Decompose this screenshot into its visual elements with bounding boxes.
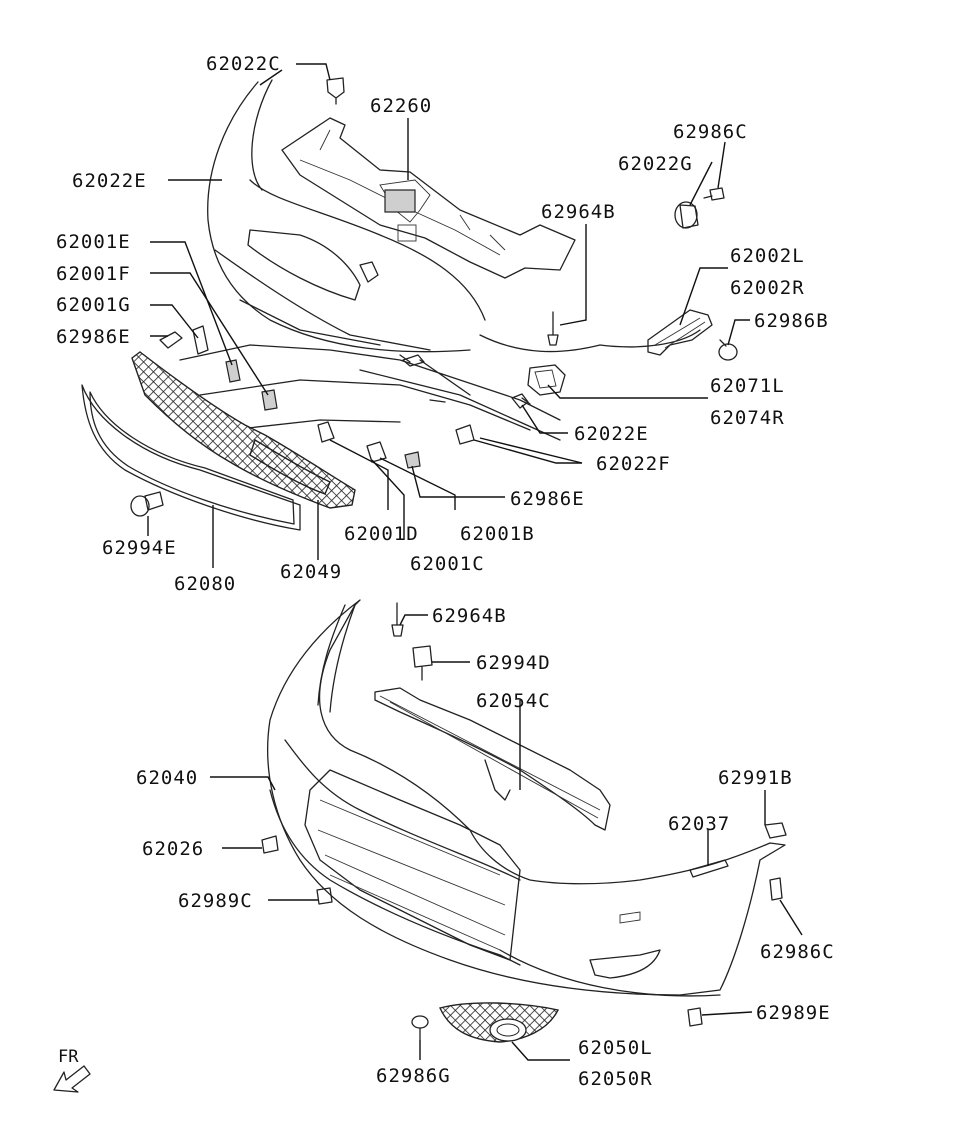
front-direction-indicator: FR — [53, 1047, 91, 1093]
upper-radiator-support — [281, 117, 576, 279]
leader-lines — [147, 63, 803, 1061]
body-outline-upper — [207, 79, 701, 353]
pin-62964B-top — [547, 311, 559, 346]
hood-lines — [179, 344, 561, 441]
label-62986G: 62986G — [376, 1065, 451, 1087]
grille-surround-inner — [89, 391, 295, 525]
label-62002L: 62002L — [730, 245, 805, 267]
reinforcement-detail — [379, 695, 601, 819]
label-62991B: 62991B — [718, 767, 793, 789]
label-62989E: 62989E — [756, 1002, 831, 1024]
latch-lower — [397, 224, 417, 242]
bumper-slot — [619, 911, 641, 924]
lower-assembly — [261, 599, 787, 1043]
label-62001C: 62001C — [410, 553, 485, 575]
clip-62001B — [404, 451, 421, 469]
clip-62022E-right — [511, 393, 531, 409]
label-62074R: 62074R — [710, 407, 785, 429]
bumper-contours — [269, 739, 521, 966]
label-62986B: 62986B — [754, 310, 829, 332]
side-bracket-62002 — [647, 309, 713, 356]
fog-lamp-inner — [496, 1023, 520, 1037]
label-62026: 62026 — [142, 838, 204, 860]
clip-62001E — [261, 389, 278, 411]
label-62994D: 62994D — [476, 652, 551, 674]
clip-body — [359, 261, 379, 283]
label-62050L: 62050L — [578, 1037, 653, 1059]
label-62964B-top: 62964B — [541, 201, 616, 223]
clip-62022F — [455, 424, 475, 445]
label-62022G: 62022G — [618, 153, 693, 175]
bumper-lip — [499, 949, 721, 997]
bracket-62071 — [527, 364, 566, 396]
clip-62001F — [225, 359, 241, 383]
reinforcement-leg — [484, 759, 511, 801]
label-62986E-mid: 62986E — [510, 488, 585, 510]
strip-62037 — [689, 859, 729, 878]
screw-62986C-top — [703, 187, 725, 201]
label-62080: 62080 — [174, 573, 236, 595]
clip-hood — [402, 354, 425, 367]
screw-62986C-bottom — [769, 877, 783, 901]
label-62260: 62260 — [370, 95, 432, 117]
label-62022F: 62022F — [596, 453, 671, 475]
label-62994E: 62994E — [102, 537, 177, 559]
bolt-62994D — [412, 645, 433, 681]
label-62001D: 62001D — [344, 523, 419, 545]
latch — [384, 189, 416, 213]
cap-62026 — [261, 835, 279, 854]
grille-opening — [214, 229, 431, 351]
label-62040: 62040 — [136, 767, 198, 789]
clip-62989C — [316, 887, 333, 905]
clip-62001C — [366, 441, 387, 463]
label-62986C-top: 62986C — [673, 121, 748, 143]
clip-62989E — [687, 1007, 703, 1027]
label-62001G: 62001G — [56, 294, 131, 316]
reinforcement-62054C — [374, 687, 611, 831]
label-62022C: 62022C — [206, 53, 281, 75]
bracket-detail — [654, 317, 706, 349]
label-62037: 62037 — [668, 813, 730, 835]
label-62002R: 62002R — [730, 277, 805, 299]
label-62071L: 62071L — [710, 375, 785, 397]
part-labels: 62022C 62260 62986C 62022G 62022E 62964B… — [56, 53, 835, 1090]
pin-62964B-bottom — [391, 602, 404, 637]
screw-62986E-left — [159, 331, 183, 349]
mesh-grille-lower — [249, 438, 331, 495]
fog-opening-right — [589, 949, 661, 979]
label-62050R: 62050R — [578, 1068, 653, 1090]
bolt-62994E — [130, 491, 164, 517]
label-62964B-bottom: 62964B — [432, 605, 507, 627]
clip-62001G — [192, 325, 209, 355]
grille-surround-62080 — [81, 384, 301, 531]
label-62001E: 62001E — [56, 231, 131, 253]
lower-grille-opening — [304, 769, 521, 961]
bracket-62071-detail — [534, 369, 557, 389]
label-62022E-right: 62022E — [574, 423, 649, 445]
label-62989C: 62989C — [178, 890, 253, 912]
label-62049: 62049 — [280, 561, 342, 583]
label-62054C: 62054C — [476, 690, 551, 712]
front-label: FR — [58, 1047, 79, 1067]
label-62986C-bottom: 62986C — [760, 941, 835, 963]
clip-62022G — [674, 201, 699, 229]
label-62986E-left: 62986E — [56, 326, 131, 348]
label-62022E-left: 62022E — [72, 170, 147, 192]
label-62001F: 62001F — [56, 263, 131, 285]
nut-62991B — [764, 822, 787, 839]
bumper-side-edge — [317, 604, 356, 713]
clip-62022C — [326, 77, 345, 105]
upper-assembly — [81, 77, 738, 531]
front-arrow-icon — [53, 1065, 91, 1093]
clip-62001D — [317, 421, 335, 443]
label-62001B: 62001B — [460, 523, 535, 545]
lower-grille-bars — [317, 799, 506, 951]
screw-62986G — [411, 1015, 429, 1041]
